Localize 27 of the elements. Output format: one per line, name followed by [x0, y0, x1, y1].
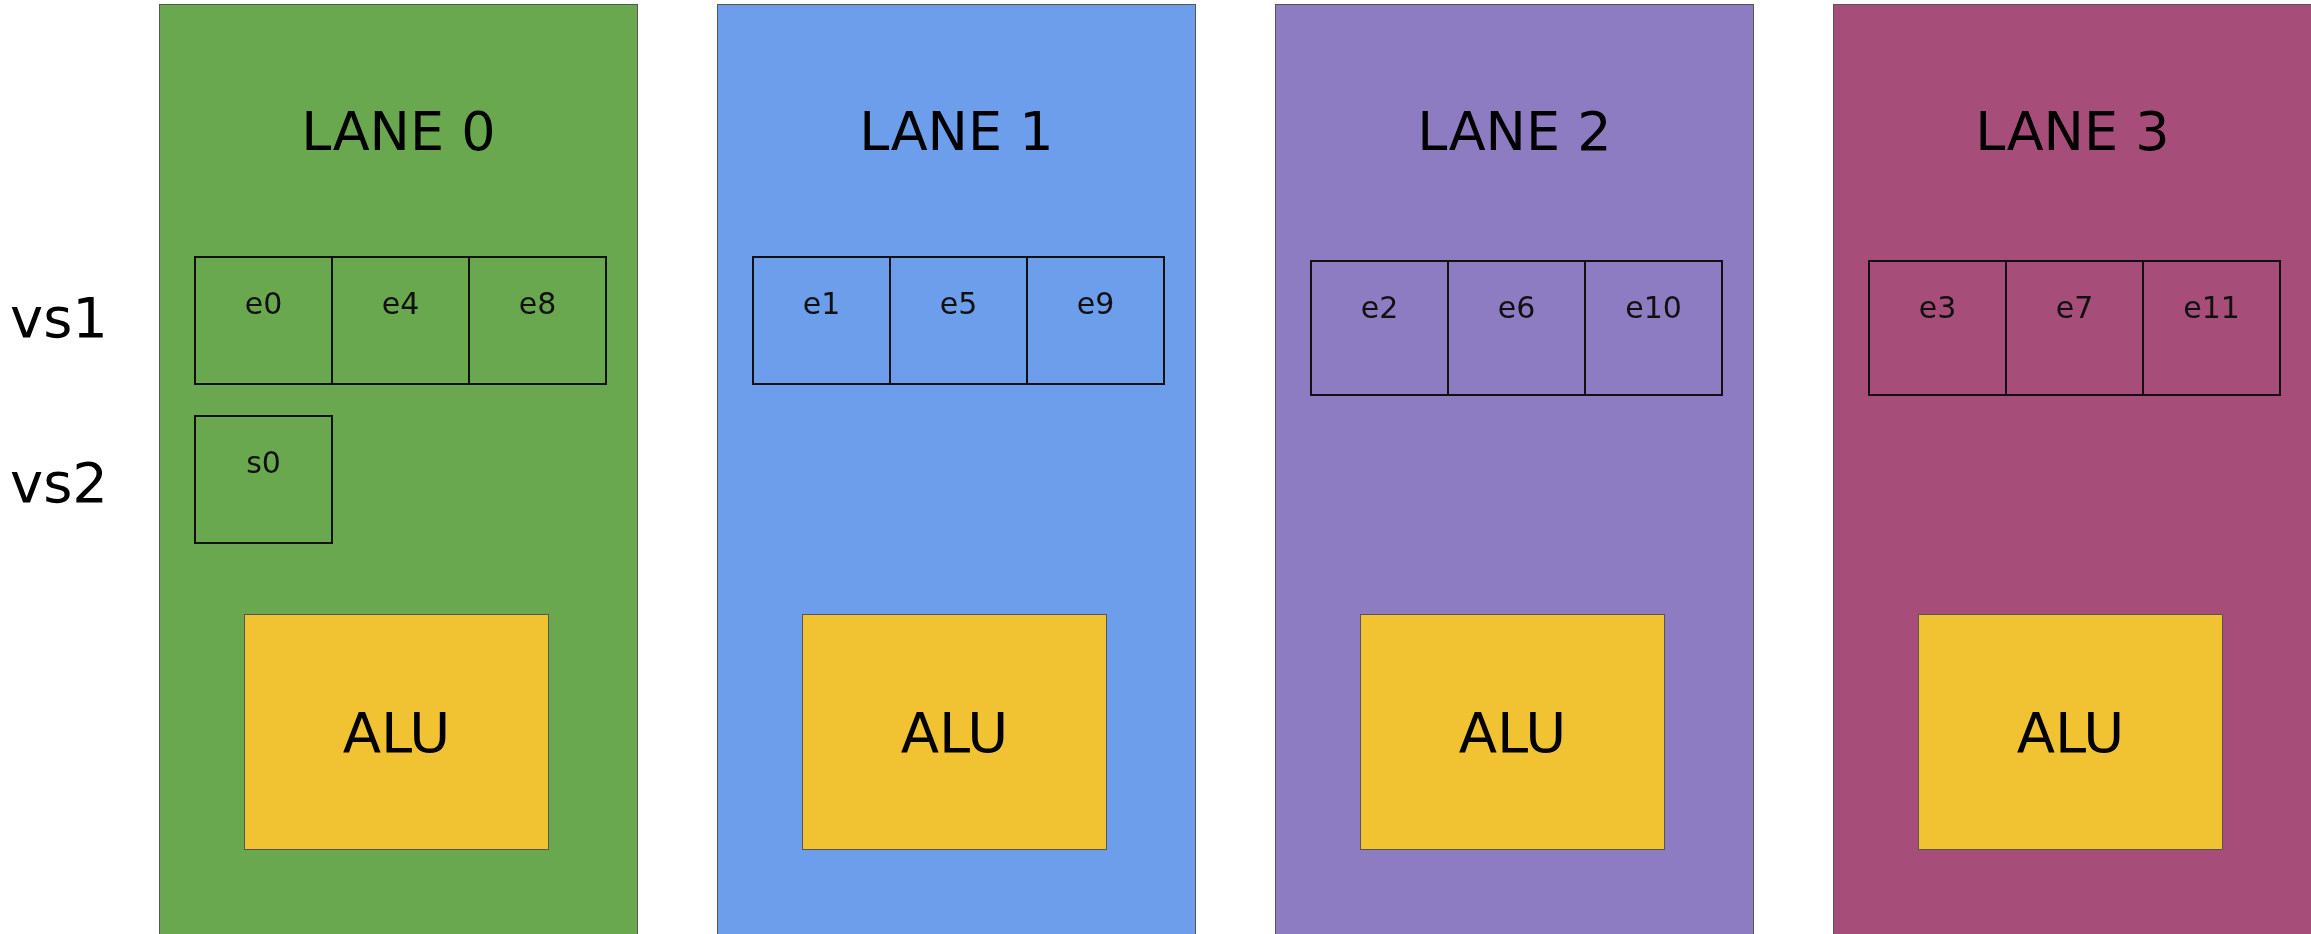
register-element-cell: e11	[2142, 260, 2281, 396]
register-element-cell: e9	[1026, 256, 1165, 385]
register-element-cell: s0	[194, 415, 333, 544]
lane-panel	[1275, 4, 1754, 934]
alu-box: ALU	[244, 614, 549, 850]
register-element-cell: e10	[1584, 260, 1723, 396]
register-element-cell: e7	[2005, 260, 2144, 396]
lane-title: LANE 0	[300, 100, 497, 163]
alu-box: ALU	[802, 614, 1107, 850]
row-label: vs1	[10, 285, 108, 350]
register-element-cell: e1	[752, 256, 891, 385]
lane-panel	[159, 4, 638, 934]
register-element-cell: e6	[1447, 260, 1586, 396]
register-element-cell: e8	[468, 256, 607, 385]
register-element-cell: e3	[1868, 260, 2007, 396]
register-element-cell: e5	[889, 256, 1028, 385]
lane-panel	[717, 4, 1196, 934]
lane-panel	[1833, 4, 2311, 934]
register-element-cell: e0	[194, 256, 333, 385]
lane-title: LANE 2	[1416, 100, 1613, 163]
lane-title: LANE 1	[858, 100, 1055, 163]
lane-title: LANE 3	[1974, 100, 2171, 163]
alu-box: ALU	[1918, 614, 2223, 850]
alu-box: ALU	[1360, 614, 1665, 850]
register-element-cell: e4	[331, 256, 470, 385]
row-label: vs2	[10, 450, 108, 515]
register-element-cell: e2	[1310, 260, 1449, 396]
